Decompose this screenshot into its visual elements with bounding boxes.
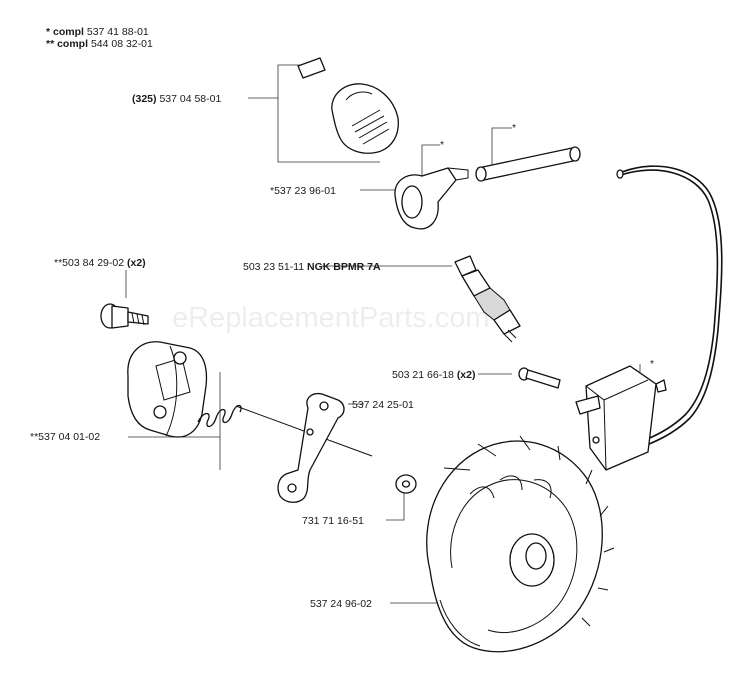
label-number: 503 23 51-11 bbox=[243, 261, 305, 273]
coil-screw bbox=[518, 367, 561, 389]
label-shoe[interactable]: **537 04 01-02 bbox=[30, 431, 100, 443]
label-number: 537 24 96-02 bbox=[310, 598, 372, 610]
note-number: 537 41 88-01 bbox=[86, 26, 149, 38]
label-shoe-screw[interactable]: **503 84 29-02 (x2) bbox=[54, 257, 146, 269]
spark-plug-cap bbox=[297, 57, 399, 154]
label-coil-screw[interactable]: 503 21 66-18 (x2) bbox=[392, 369, 476, 381]
label-number: 503 21 66-18 bbox=[392, 369, 454, 381]
ignition-coil bbox=[575, 365, 667, 471]
ignition-cable bbox=[616, 165, 723, 447]
flywheel bbox=[426, 435, 615, 653]
label-qty: (x2) bbox=[126, 257, 146, 269]
label-washer[interactable]: 731 71 16-51 bbox=[302, 515, 364, 527]
label-type: NGK BPMR 7A bbox=[307, 261, 381, 273]
label-number: 537 04 58-01 bbox=[159, 93, 222, 105]
spark-plug bbox=[454, 255, 521, 343]
label-plate[interactable]: 537 24 25-01 bbox=[352, 399, 414, 411]
shoe-screw bbox=[100, 303, 149, 329]
note-marker: ** compl bbox=[46, 38, 89, 50]
spring bbox=[197, 404, 373, 457]
asterisk-coil: * bbox=[650, 358, 655, 370]
label-number: **537 04 01-02 bbox=[30, 431, 101, 443]
label-number: 537 24 25-01 bbox=[352, 399, 414, 411]
spark-boot bbox=[394, 167, 469, 230]
connector-tube bbox=[475, 146, 581, 182]
label-number: *537 23 96-01 bbox=[270, 185, 336, 197]
watermark-text: eReplacementParts.com bbox=[172, 302, 490, 334]
label-spark-plug[interactable]: 503 23 51-11 NGK BPMR 7A bbox=[243, 261, 381, 273]
asterisk-tube: * bbox=[512, 122, 517, 134]
label-325-cap[interactable]: (325) 537 04 58-01 bbox=[132, 93, 221, 105]
note-compl-2: ** compl 544 08 32-01 bbox=[46, 38, 153, 50]
label-qty: (x2) bbox=[456, 369, 476, 381]
label-flywheel[interactable]: 537 24 96-02 bbox=[310, 598, 372, 610]
asterisk-boot: * bbox=[440, 139, 445, 151]
note-compl-1: * compl 537 41 88-01 bbox=[46, 26, 149, 38]
label-boot[interactable]: *537 23 96-01 bbox=[270, 185, 336, 197]
note-marker: * compl bbox=[46, 26, 84, 38]
lever-plate bbox=[277, 392, 345, 503]
washer bbox=[395, 474, 417, 494]
label-number: **503 84 29-02 bbox=[54, 257, 125, 269]
label-prefix: (325) bbox=[132, 93, 157, 105]
note-number: 544 08 32-01 bbox=[90, 38, 153, 50]
label-number: 731 71 16-51 bbox=[302, 515, 364, 527]
shoe-assembly bbox=[127, 341, 208, 438]
